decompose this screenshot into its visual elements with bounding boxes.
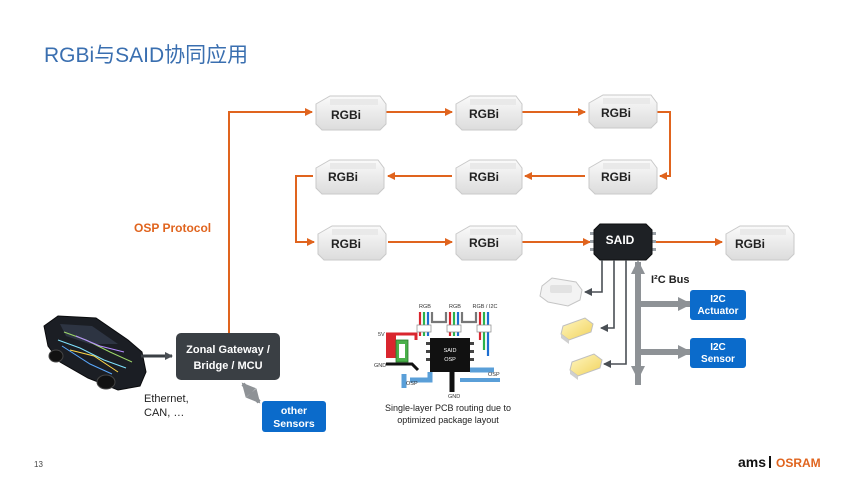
rgbi-led-r2c1: RGBi (315, 159, 385, 195)
rgbi-led-r2c2: RGBi (455, 159, 523, 195)
rgbi-label: RGBi (331, 237, 361, 251)
rgbi-label: RGBi (735, 237, 765, 251)
i2c-actuator-box: I2C Actuator (690, 290, 746, 320)
zonal-gateway-line1: Zonal Gateway / (186, 344, 270, 356)
said-led-arrow-3 (603, 260, 627, 368)
rgbi-label: RGBi (601, 170, 631, 184)
other-sensors-line2: Sensors (273, 418, 315, 430)
sensors-arrow-up (241, 382, 261, 404)
i2c-sensor-line2: Sensor (701, 354, 735, 365)
yellow-led-package-1 (560, 317, 594, 344)
ethernet-label: Ethernet, (144, 393, 189, 405)
pcb-caption-line1: Single-layer PCB routing due to (385, 403, 511, 413)
pcb-chip-line1: SAID (444, 348, 457, 354)
other-sensors-box: other Sensors (262, 401, 326, 432)
rgbi-label: RGBi (328, 170, 358, 184)
pcb-5v-label: 5V (378, 332, 385, 338)
car-illustration (43, 315, 147, 391)
page-number: 13 (34, 460, 43, 469)
white-led-package (539, 277, 583, 307)
pcb-routing-diagram: RGB RGB RGB / I2C 5V GND SAID OSP GND OS… (374, 304, 511, 425)
rgbi-led-r1c1: RGBi (315, 95, 387, 131)
osp-arrow-turn-right (657, 111, 671, 180)
i2c-actuator-line1: I2C (710, 294, 726, 305)
pcb-pin-rgb2: RGB (449, 304, 461, 310)
rgbi-label: RGBi (331, 108, 361, 122)
pcb-chip-line2: OSP (444, 357, 456, 363)
rgbi-led-r1c3: RGBi (588, 94, 658, 129)
pcb-pin-rgb1: RGB (419, 304, 431, 310)
pcb-caption-line2: optimized package layout (397, 415, 499, 425)
i2c-sensor-line1: I2C (710, 342, 726, 353)
said-led-arrow-2 (600, 260, 615, 332)
rgbi-label: RGBi (601, 106, 631, 120)
pcb-pin-rgb-i2c: RGB / I2C (472, 304, 497, 310)
pcb-osp-left: OSP (406, 381, 418, 387)
said-label: SAID (606, 233, 635, 247)
can-label: CAN, … (144, 407, 184, 419)
pcb-gnd-bottom: GND (448, 394, 460, 400)
i2c-actuator-line2: Actuator (697, 306, 738, 317)
slide-title: RGBi与SAID协同应用 (44, 44, 248, 67)
pcb-osp-right: OSP (488, 372, 500, 378)
said-led-arrow-1 (584, 260, 603, 296)
rgbi-label: RGBi (469, 236, 499, 250)
rgbi-led-r3c1: RGBi (317, 225, 387, 261)
i2c-bus-label: I²C Bus (651, 274, 690, 286)
logo-osram: OSRAM (776, 456, 821, 470)
i2c-sensor-box: I2C Sensor (690, 338, 746, 368)
i2c-bus (631, 260, 692, 385)
rgbi-label: RGBi (469, 107, 499, 121)
said-chip: SAID (590, 223, 656, 261)
zonal-gateway-box: Zonal Gateway / Bridge / MCU (176, 333, 280, 380)
ams-osram-logo: ams OSRAM (738, 454, 821, 470)
osp-protocol-label: OSP Protocol (134, 221, 211, 235)
yellow-led-package-2 (569, 353, 603, 380)
rgbi-led-r1c2: RGBi (455, 95, 523, 131)
zonal-gateway-line2: Bridge / MCU (193, 360, 262, 372)
osp-trunk-arrow (228, 108, 313, 333)
osp-wiring (228, 108, 723, 333)
rgbi-led-r2c3: RGBi (588, 159, 658, 195)
logo-ams: ams (738, 454, 766, 470)
osp-arrow-turn-left (295, 175, 315, 246)
rgbi-label: RGBi (469, 170, 499, 184)
rgbi-led-r3c2: RGBi (455, 225, 523, 261)
said-to-leds (584, 260, 627, 368)
other-sensors-line1: other (281, 405, 307, 417)
rgbi-led-r3c4: RGBi (725, 225, 795, 261)
pcb-gnd-left: GND (374, 363, 386, 369)
